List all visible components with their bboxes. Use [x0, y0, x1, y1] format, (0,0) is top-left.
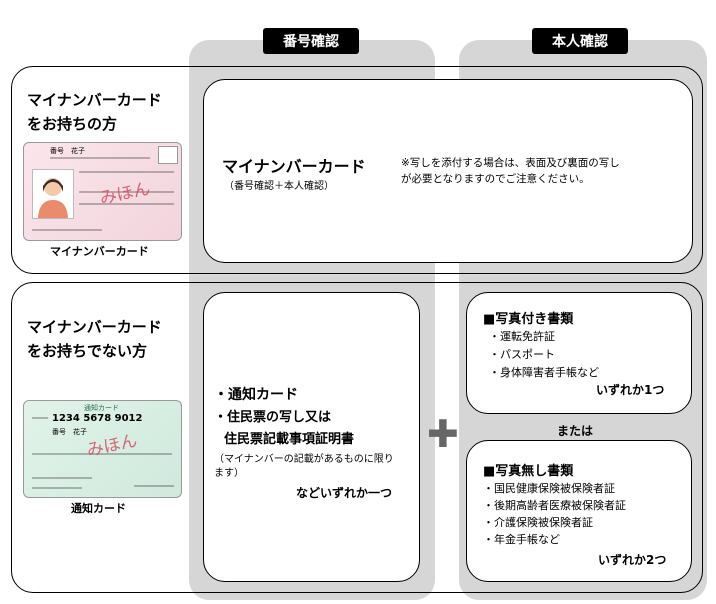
middle-item-resident-record: ・住民票の写し又は — [214, 410, 332, 425]
notification-card-image: 通知カード 1234 5678 9012 番号 花子 みほん — [23, 400, 182, 498]
plus-icon: ✚ — [427, 412, 459, 456]
nophoto-docs-item: ・国民健康保険被保険者証 — [483, 482, 615, 495]
card-seal-icon — [158, 146, 178, 164]
notification-card-header: 通知カード — [84, 404, 119, 412]
identity-check-header: 本人確認 — [532, 28, 628, 54]
row2-title-line2: をお持ちでない方 — [27, 342, 148, 360]
photo-docs-item: ・身体障害者手帳など — [489, 366, 599, 379]
row2-title-line1: マイナンバーカード — [27, 318, 162, 336]
notification-card-name: 番号 花子 — [52, 428, 87, 436]
photo-docs-item: ・運転免許証 — [489, 330, 555, 343]
mynumber-card-name: 番号 花子 — [50, 147, 85, 155]
middle-footer: などいずれか一つ — [296, 486, 393, 500]
mynumber-card-box — [203, 79, 693, 263]
middle-item-notification-card: ・通知カード — [214, 387, 298, 403]
or-label: または — [557, 424, 594, 438]
row1-box-subtitle: （番号確認＋本人確認） — [224, 181, 334, 192]
mynumber-card-image: 番号 花子 みほん — [23, 142, 182, 241]
nophoto-docs-item: ・介護保険被保険者証 — [483, 516, 593, 529]
number-check-docs-box — [203, 292, 420, 582]
middle-item-resident-certificate: 住民票記載事項証明書 — [224, 432, 355, 447]
photo-docs-item: ・パスポート — [489, 348, 555, 361]
row-without-mynumber-card — [11, 282, 703, 593]
mynumber-card-caption: マイナンバーカード — [50, 245, 149, 258]
photo-docs-title: ■写真付き書類 — [483, 312, 574, 327]
number-check-header: 番号確認 — [263, 28, 359, 54]
row1-title-line1: マイナンバーカード — [27, 91, 162, 109]
middle-note-line1: （マイナンバーの記載があるものに限り — [214, 454, 394, 465]
row1-box-title: マイナンバーカード — [222, 157, 366, 176]
photo-docs-footer: いずれか1つ — [596, 383, 665, 397]
middle-note-line2: ます） — [214, 468, 244, 479]
nophoto-docs-box — [466, 440, 692, 582]
row1-note-line2: が必要となりますのでご注意ください。 — [401, 173, 590, 185]
nophoto-docs-footer: いずれか2つ — [598, 553, 667, 567]
nophoto-docs-item: ・後期高齢者医療被保険者証 — [483, 499, 626, 512]
notification-card-sample-stamp: みほん — [84, 430, 140, 462]
nophoto-docs-item: ・年金手帳など — [483, 533, 560, 546]
notification-card-caption: 通知カード — [71, 502, 126, 515]
nophoto-docs-title: ■写真無し書類 — [483, 464, 574, 479]
notification-card-number: 1234 5678 9012 — [52, 413, 143, 424]
row1-title-line2: をお持ちの方 — [27, 115, 118, 133]
card-photo-icon — [32, 169, 74, 219]
row1-note-line1: ※写しを添付する場合は、表面及び裏面の写し — [401, 157, 620, 169]
row-with-mynumber-card — [11, 66, 703, 274]
photo-docs-box — [466, 292, 692, 414]
